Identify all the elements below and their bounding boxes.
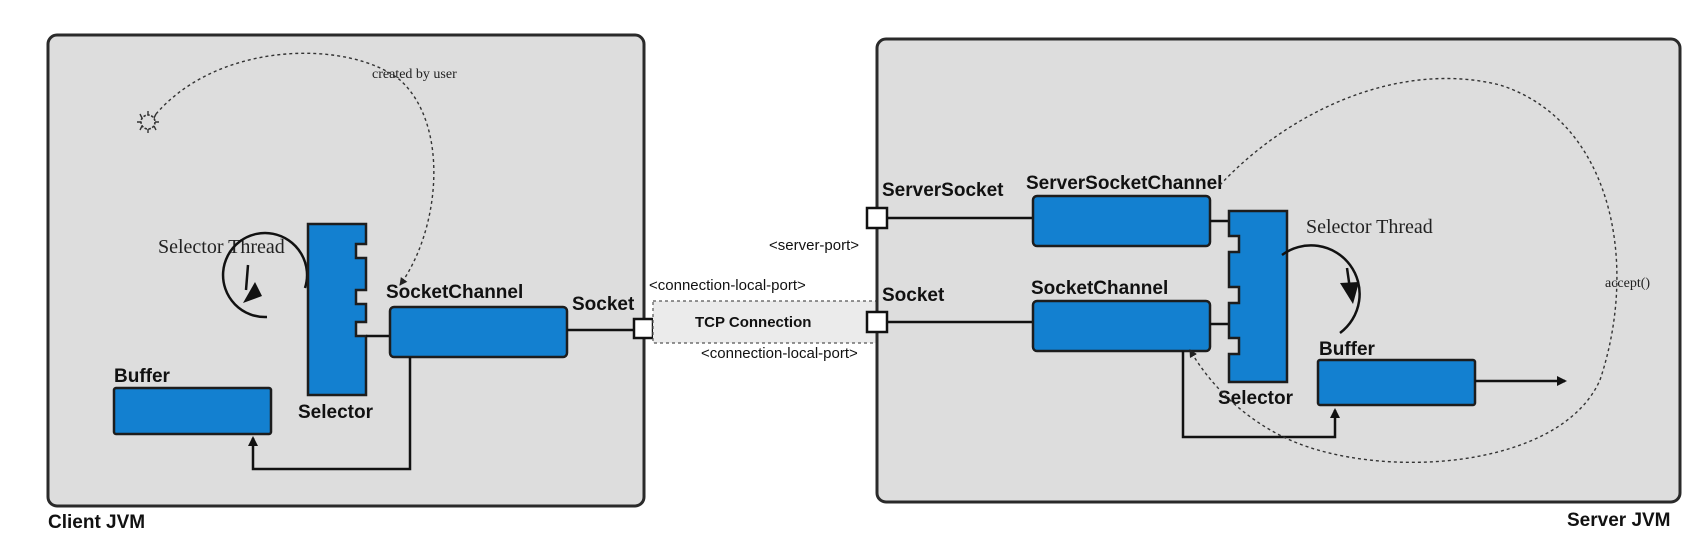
server-port-label: <server-port> [769, 237, 859, 254]
client-socket-port [632, 317, 655, 340]
server-connection-socket-label: Socket [882, 285, 945, 306]
local-port-top-label: <connection-local-port> [649, 277, 806, 294]
client-selector-label: Selector [298, 402, 374, 423]
server-socket-port [865, 206, 889, 230]
tcp-connection-label: TCP Connection [695, 314, 811, 331]
server-selector-label: Selector [1218, 388, 1294, 409]
user-start-icon [137, 111, 159, 133]
server-connection-socket-port [865, 310, 889, 334]
accept-dashed-arrow [1189, 77, 1618, 464]
client-buffer-label: Buffer [114, 366, 171, 387]
client-thread-loop [221, 231, 309, 319]
server-jvm: ServerSocket ServerSocketChannel Socket … [865, 37, 1682, 531]
server-buffer [1316, 358, 1477, 407]
accept-label: accept() [1605, 276, 1650, 291]
tcp-connection: TCP Connection <connection-local-port> <… [649, 237, 878, 362]
server-selector-thread-label: Selector Thread [1306, 216, 1433, 238]
client-selector [306, 222, 368, 397]
local-port-bottom-label: <connection-local-port> [701, 345, 858, 362]
server-jvm-label: Server JVM [1567, 510, 1671, 531]
client-selector-thread-label: Selector Thread [158, 236, 285, 258]
server-channel-buffer-wire [1181, 351, 1340, 439]
server-socket-label: ServerSocket [882, 180, 1004, 201]
server-socket-channel [1031, 194, 1212, 248]
tcp-connection-box [652, 300, 878, 344]
created-by-user-arrow [155, 52, 435, 286]
server-thread-arrowhead [1340, 282, 1359, 304]
server-socket-channel-conn [1031, 299, 1212, 353]
client-socket-label: Socket [572, 294, 635, 315]
client-buffer [112, 386, 273, 436]
client-channel-buffer-wire [248, 357, 412, 471]
client-socket-channel [388, 305, 569, 359]
server-buffer-label: Buffer [1319, 339, 1376, 360]
client-socket-channel-label: SocketChannel [386, 282, 523, 303]
server-socket-channel-label: ServerSocketChannel [1026, 173, 1222, 194]
server-socket-channel-conn-label: SocketChannel [1031, 278, 1168, 299]
server-selector [1227, 209, 1289, 384]
client-jvm: created by user Selector Thread Selector… [46, 33, 655, 533]
client-jvm-label: Client JVM [48, 512, 145, 533]
client-thread-arrowhead [243, 282, 262, 303]
created-by-user-label: created by user [372, 67, 457, 82]
